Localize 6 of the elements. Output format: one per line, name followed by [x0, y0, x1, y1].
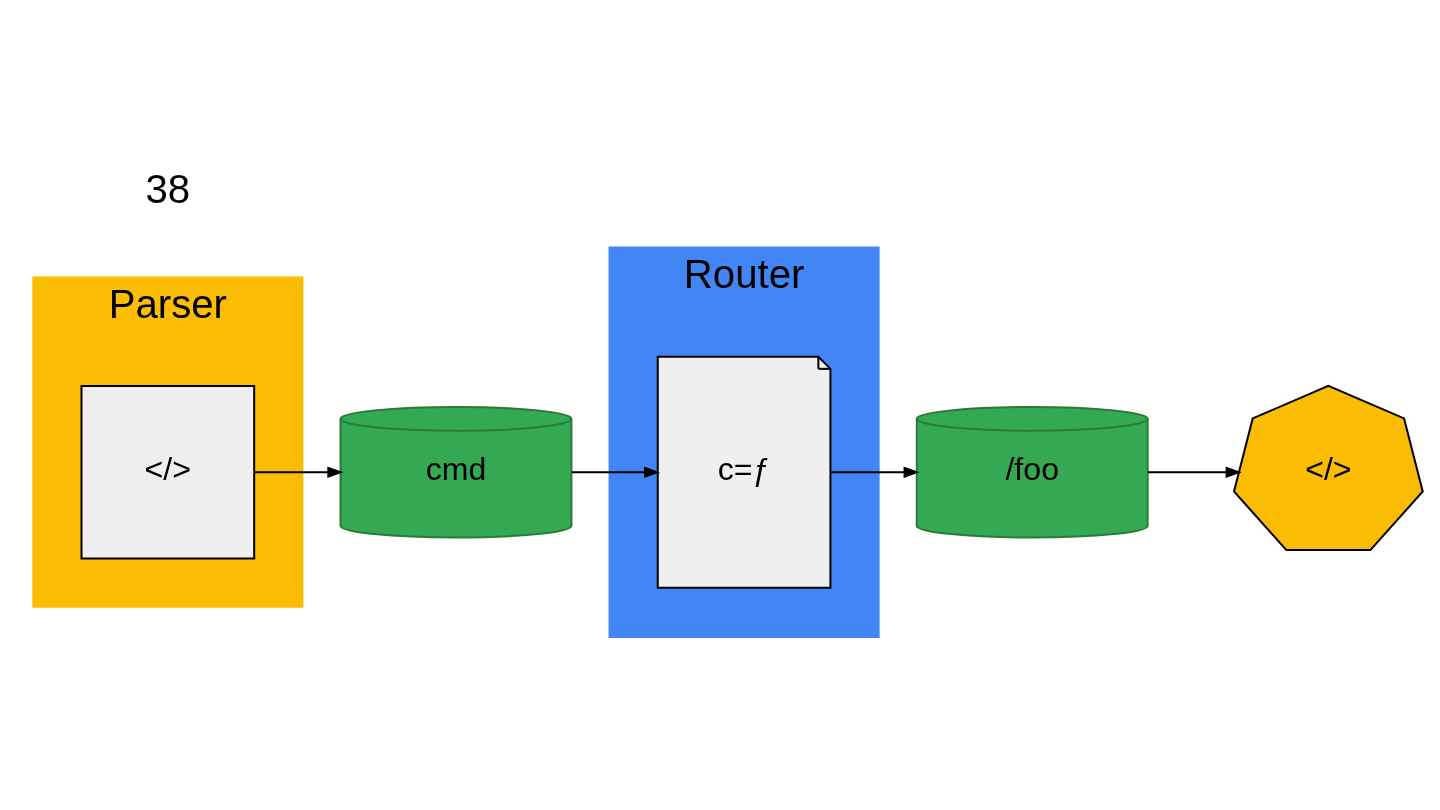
arrow	[254, 466, 344, 478]
arrow	[1148, 466, 1242, 478]
arrow	[571, 466, 661, 478]
arrow	[830, 466, 920, 478]
node-box: </>	[80, 384, 256, 560]
label: 38	[145, 167, 191, 213]
